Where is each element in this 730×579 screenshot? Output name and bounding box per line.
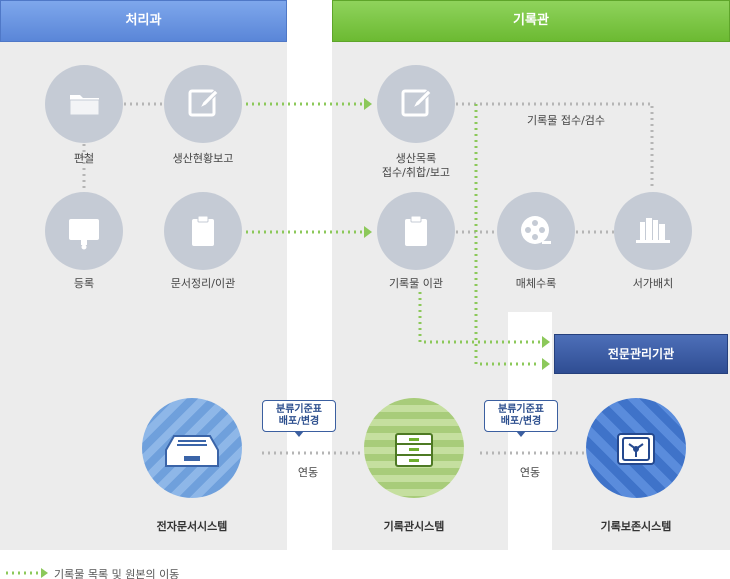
edms-system-node — [142, 398, 242, 498]
arrow-head — [542, 336, 550, 348]
record-transfer-label: 기록물 이관 — [388, 277, 444, 290]
legend-arrow-head — [41, 568, 48, 578]
registration-node — [45, 192, 123, 270]
monitor-icon — [69, 219, 99, 250]
rms-system-node — [364, 398, 464, 498]
inbox-tray-icon — [165, 435, 219, 467]
green-flow-receipt-institution — [474, 104, 540, 366]
clipboard-icon — [405, 215, 427, 246]
media-catalog-node — [497, 192, 575, 270]
binding-label: 편철 — [73, 152, 95, 165]
production-report-node — [164, 65, 242, 143]
record-receipt-label-2: 접수/취합/보고 — [381, 166, 451, 179]
record-transfer-node — [377, 192, 455, 270]
classification-tag-2: 분류기준표 배포/변경 — [484, 400, 558, 437]
arrow-head — [542, 358, 550, 370]
arrow-head — [364, 98, 372, 110]
edms-system-label: 전자문서시스템 — [156, 520, 228, 533]
green-flow-transfer-institution — [418, 292, 540, 344]
folder-icon — [69, 95, 100, 116]
arrow-head — [364, 226, 372, 238]
specialized-institution-box: 전문관리기관 — [554, 334, 728, 374]
gray-link-receipt-shelf — [456, 102, 654, 190]
edit-icon — [188, 89, 219, 117]
vault-icon — [617, 433, 655, 465]
shelf-placement-node — [614, 192, 692, 270]
edit-icon — [401, 89, 432, 117]
legend-label: 기록물 목록 및 원본의 이동 — [54, 568, 180, 579]
shelf-placement-label: 서가배치 — [632, 277, 674, 290]
media-catalog-label: 매체수록 — [515, 277, 557, 290]
record-receipt-label-1: 생산목록 — [395, 152, 437, 165]
receipt-inspection-label: 기록물 접수/검수 — [526, 114, 606, 127]
clipboard-icon — [192, 215, 214, 246]
link-label-1: 연동 — [297, 466, 319, 479]
rms-system-label: 기록관시스템 — [383, 520, 445, 533]
tag-line: 배포/변경 — [500, 416, 542, 427]
tag-line: 배포/변경 — [278, 416, 320, 427]
registration-label: 등록 — [73, 277, 95, 290]
link-label-2: 연동 — [519, 466, 541, 479]
classification-tag-1: 분류기준표 배포/변경 — [262, 400, 336, 437]
record-receipt-node — [377, 65, 455, 143]
tag-line: 분류기준표 — [276, 404, 322, 415]
archive-system-node — [586, 398, 686, 498]
film-reel-icon — [521, 216, 551, 244]
books-icon — [636, 218, 670, 243]
tag-line: 분류기준표 — [498, 404, 544, 415]
doc-transfer-node — [164, 192, 242, 270]
binding-node — [45, 65, 123, 143]
doc-transfer-label: 문서정리/이관 — [170, 277, 236, 290]
production-report-label: 생산현황보고 — [172, 152, 234, 165]
archive-system-label: 기록보존시스템 — [600, 520, 672, 533]
department-header: 처리과 — [0, 0, 287, 42]
file-cabinet-icon — [395, 433, 433, 467]
